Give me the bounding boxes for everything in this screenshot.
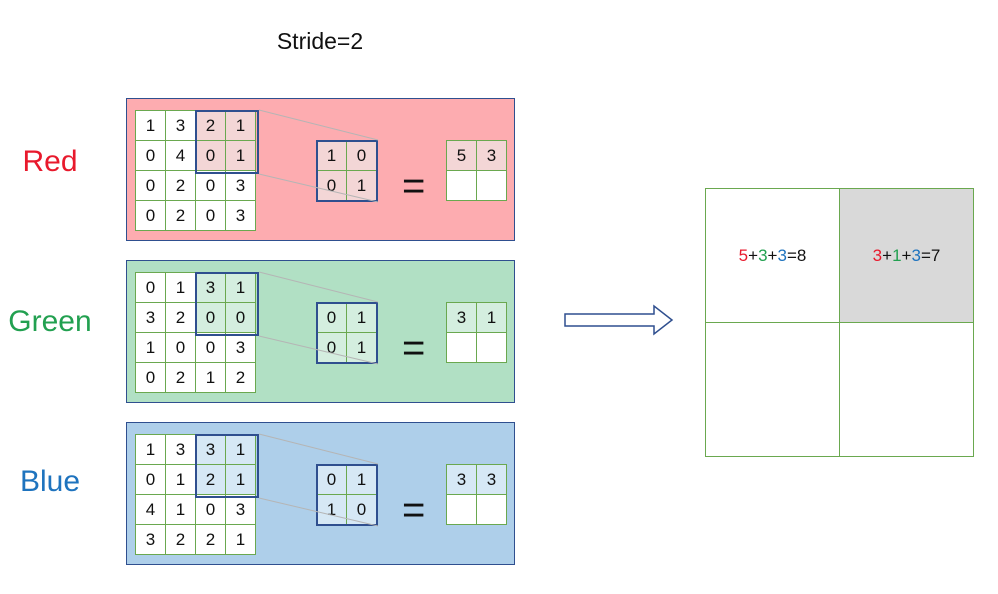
result-term: + xyxy=(748,245,759,265)
result-term: + xyxy=(901,245,912,265)
input-cell: 0 xyxy=(135,362,166,393)
connector-line xyxy=(258,271,379,303)
output-cell: 3 xyxy=(446,464,477,495)
result-cell xyxy=(839,322,974,457)
input-cell: 2 xyxy=(165,524,196,555)
red-equals-sign: = xyxy=(402,164,426,208)
input-cell: 3 xyxy=(165,434,196,465)
input-cell: 2 xyxy=(225,362,256,393)
blue-kernel-outline xyxy=(316,464,378,526)
input-cell: 2 xyxy=(195,524,226,555)
result-term: 3 xyxy=(872,245,883,265)
input-cell: 0 xyxy=(195,200,226,231)
input-cell: 0 xyxy=(195,170,226,201)
red-receptive-field-highlight xyxy=(195,110,259,174)
kernel-cell: 1 xyxy=(346,332,377,363)
connector-line xyxy=(258,173,379,203)
result-cell: 3+1+3=7 xyxy=(839,188,974,323)
kernel-cell: 1 xyxy=(346,464,377,495)
input-cell: 0 xyxy=(135,170,166,201)
input-cell: 1 xyxy=(225,110,256,141)
input-cell: 2 xyxy=(165,200,196,231)
result-term: =7 xyxy=(920,245,941,265)
input-cell: 2 xyxy=(165,302,196,333)
result-term: 3 xyxy=(911,245,921,265)
kernel-cell: 0 xyxy=(346,140,377,171)
output-cell xyxy=(476,332,507,363)
blue-channel-label: Blue xyxy=(19,465,81,498)
red-kernel-outline xyxy=(316,140,378,202)
right-arrow-icon xyxy=(564,304,674,336)
output-cell xyxy=(476,494,507,525)
green-channel-label: Green xyxy=(8,305,92,338)
result-cell xyxy=(705,322,840,457)
output-cell xyxy=(446,494,477,525)
output-cell: 3 xyxy=(476,140,507,171)
input-cell: 3 xyxy=(225,170,256,201)
connector-line xyxy=(258,335,379,365)
page-title: Stride=2 xyxy=(276,28,364,54)
input-cell: 2 xyxy=(195,464,226,495)
input-cell: 3 xyxy=(135,302,166,333)
connector-line xyxy=(258,497,379,527)
red-channel-label: Red xyxy=(22,145,78,178)
input-cell: 0 xyxy=(135,200,166,231)
output-cell xyxy=(446,170,477,201)
result-term: 3 xyxy=(777,245,787,265)
connector-line xyxy=(258,109,379,141)
connector-line xyxy=(258,433,379,465)
blue-receptive-field-highlight xyxy=(195,434,259,498)
result-term: + xyxy=(882,245,893,265)
input-cell: 1 xyxy=(165,464,196,495)
input-cell: 1 xyxy=(225,524,256,555)
input-cell: 4 xyxy=(135,494,166,525)
green-kernel-outline xyxy=(316,302,378,364)
result-term: 3 xyxy=(758,245,768,265)
result-term: 5 xyxy=(738,245,749,265)
input-cell: 0 xyxy=(135,272,166,303)
result-cell: 5+3+3=8 xyxy=(705,188,840,323)
result-term: =8 xyxy=(786,245,807,265)
output-cell xyxy=(476,170,507,201)
input-cell: 3 xyxy=(225,200,256,231)
result-term: 1 xyxy=(892,245,902,265)
input-cell: 4 xyxy=(165,140,196,171)
input-cell: 0 xyxy=(135,464,166,495)
blue-equals-sign: = xyxy=(402,488,426,532)
input-cell: 3 xyxy=(225,494,256,525)
output-cell xyxy=(446,332,477,363)
output-cell: 1 xyxy=(476,302,507,333)
input-cell: 0 xyxy=(195,302,226,333)
result-term: + xyxy=(767,245,778,265)
input-cell: 0 xyxy=(225,302,256,333)
input-cell: 2 xyxy=(165,170,196,201)
output-cell: 3 xyxy=(446,302,477,333)
green-equals-sign: = xyxy=(402,326,426,370)
input-cell: 1 xyxy=(225,464,256,495)
input-cell: 1 xyxy=(165,272,196,303)
kernel-cell: 0 xyxy=(316,332,347,363)
input-cell: 1 xyxy=(225,140,256,171)
input-cell: 1 xyxy=(135,434,166,465)
output-cell: 3 xyxy=(476,464,507,495)
green-receptive-field-highlight xyxy=(195,272,259,336)
input-cell: 1 xyxy=(165,494,196,525)
input-cell: 3 xyxy=(225,332,256,363)
output-cell: 5 xyxy=(446,140,477,171)
input-cell: 0 xyxy=(195,494,226,525)
